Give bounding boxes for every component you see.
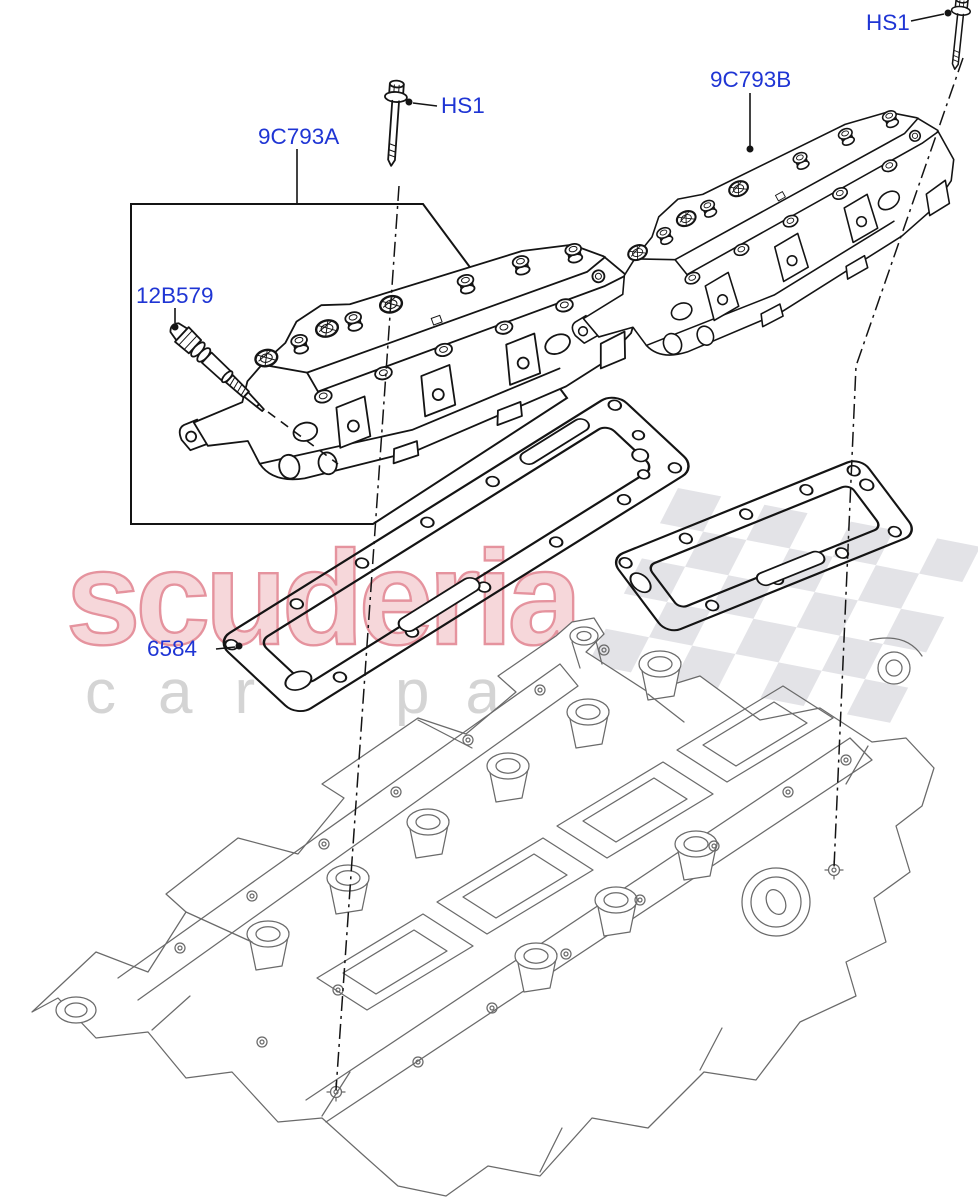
part-label-9c793a[interactable]: 9C793A [258,124,339,149]
watermark-tagline-left: car [85,658,297,727]
callout-hs1-mid: HS1 [405,93,485,118]
watermark-brand-text: scuderia [66,524,584,673]
callout-dot [944,9,952,17]
flange-bolt-mid-drawing [379,78,409,168]
part-group-box [130,203,569,525]
callout-cover-right: 9C793B [710,67,791,153]
gasket-ring-front [222,396,690,713]
part-label-6584[interactable]: 6584 [147,636,197,661]
callouts: HS1 9C793B HS1 9C793A 12B579 6584 [136,9,952,661]
part-label-9c793b[interactable]: 9C793B [710,67,791,92]
callout-dot [171,323,179,331]
callout-dot [746,145,754,153]
part-label-hs1-top[interactable]: HS1 [866,10,910,35]
assembly-centre-lines [267,57,964,1091]
callout-cover-left: 9C793A [258,124,339,203]
cylinder-head-drawing [31,617,935,1197]
glow-plug-drawing [169,322,265,412]
callout-dot [405,98,413,106]
callout-dot [235,642,243,650]
callout-glow-plug: 12B579 [136,283,214,331]
gasket-drawing [222,396,913,713]
centre-line-left [335,185,400,1091]
callout-hs1-top: HS1 [866,9,952,35]
gasket-ring-rear [614,460,913,632]
part-label-12b579[interactable]: 12B579 [136,283,214,308]
camshaft-cover-left-drawing [157,227,660,512]
part-label-hs1-mid[interactable]: HS1 [441,93,485,118]
glow-plug-pointer-line [267,411,339,465]
callout-gasket: 6584 [147,636,243,661]
